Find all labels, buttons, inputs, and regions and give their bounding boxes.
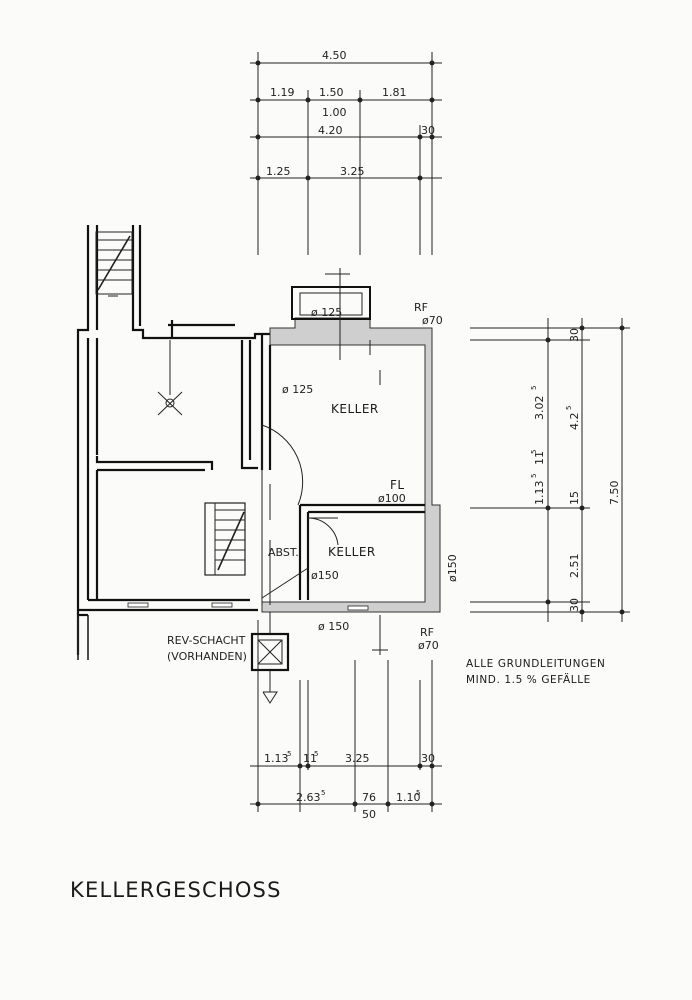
dim-bottom-50: 50 xyxy=(362,808,376,821)
top-dimension-chain: 4.50 1.19 1.50 1.81 1.00 4.20 30 1.25 3.… xyxy=(250,49,442,255)
dim-right-2-51: 2.51 xyxy=(568,554,581,579)
right-dimension-chain: 30 3.02 5 1.13 5 11 5 2.51 30 4.2 5 7.50… xyxy=(470,318,630,622)
dim-right-30-bottom: 30 xyxy=(568,598,581,612)
dim-right-4-2-sup: 5 xyxy=(565,406,573,410)
rf-label-top: RF xyxy=(414,301,428,314)
dim-right-11-sup: 5 xyxy=(530,450,538,454)
fl-label: FL xyxy=(390,478,405,492)
dim-bottom-2-63: 2.63 xyxy=(296,791,321,804)
pipe-125-top: ø 125 xyxy=(311,306,342,319)
dim-1-19: 1.19 xyxy=(270,86,295,99)
dim-3-25: 3.25 xyxy=(340,165,365,178)
dim-1-25: 1.25 xyxy=(266,165,291,178)
dim-1-00: 1.00 xyxy=(322,106,347,119)
room-labels: KELLER KELLER ABST. xyxy=(268,402,379,559)
dim-right-11: 11 xyxy=(533,451,546,465)
room-keller-upper: KELLER xyxy=(331,402,379,416)
room-abst: ABST. xyxy=(268,546,299,559)
dim-1-81: 1.81 xyxy=(382,86,407,99)
dim-bottom-1-10-sup: 5 xyxy=(416,789,420,797)
dim-bottom-11: 11 xyxy=(303,752,317,765)
bottom-dimension-chain: 1.13 5 11 5 3.25 30 2.63 5 76 1.10 5 50 xyxy=(250,620,442,821)
drawing-title: KELLERGESCHOSS xyxy=(70,878,282,902)
dim-right-30-top: 30 xyxy=(568,328,581,342)
pipe-70-bottom: ø70 xyxy=(418,639,439,652)
left-building xyxy=(76,225,270,660)
dim-bottom-76: 76 xyxy=(362,791,376,804)
pipe-labels: ø 125 ø 125 RF ø70 FL ø100 ø150 ø150 ø 1… xyxy=(282,301,459,652)
dim-1-50: 1.50 xyxy=(319,86,344,99)
dim-right-3-02-sup: 5 xyxy=(530,386,538,390)
dim-right-1-13-sup: 5 xyxy=(530,474,538,478)
dim-bottom-1-13: 1.13 xyxy=(264,752,289,765)
dim-bottom-3-25: 3.25 xyxy=(345,752,370,765)
pipe-100: ø100 xyxy=(378,492,406,505)
dim-bottom-1-13-sup: 5 xyxy=(287,750,291,758)
dim-bottom-1-10: 1.10 xyxy=(396,791,421,804)
pipe-70-top: ø70 xyxy=(422,314,443,327)
general-note: ALLE GRUNDLEITUNGEN MIND. 1.5 % GEFÄLLE xyxy=(466,658,605,686)
pipe-125-mid: ø 125 xyxy=(282,383,313,396)
note-line1: ALLE GRUNDLEITUNGEN xyxy=(466,658,605,670)
shaft-labels: REV-SCHACHT (VORHANDEN) xyxy=(167,634,247,663)
dim-right-3-02: 3.02 xyxy=(533,396,546,421)
dim-4-20: 4.20 xyxy=(318,124,343,137)
dim-bottom-11-sup: 5 xyxy=(314,750,318,758)
main-basement xyxy=(260,268,441,655)
room-keller-lower: KELLER xyxy=(328,545,376,559)
dim-right-7-50: 7.50 xyxy=(608,481,621,506)
inspection-shaft xyxy=(250,612,290,704)
shaft-label-line1: REV-SCHACHT xyxy=(167,634,246,647)
dim-right-15: 15 xyxy=(568,491,581,505)
dim-right-1-13: 1.13 xyxy=(533,481,546,506)
dim-bottom-30: 30 xyxy=(421,752,435,765)
pipe-150-bottom: ø 150 xyxy=(318,620,349,633)
dim-30-top: 30 xyxy=(421,124,435,137)
pipe-150-left: ø150 xyxy=(311,569,339,582)
dim-right-4-2: 4.2 xyxy=(568,413,581,431)
rf-label-bottom: RF xyxy=(420,626,434,639)
dim-bottom-2-63-sup: 5 xyxy=(321,789,325,797)
dim-4-50: 4.50 xyxy=(322,49,347,62)
note-line2: MIND. 1.5 % GEFÄLLE xyxy=(466,673,591,686)
shaft-label-line2: (VORHANDEN) xyxy=(167,650,247,663)
pipe-150-right: ø150 xyxy=(446,554,459,582)
